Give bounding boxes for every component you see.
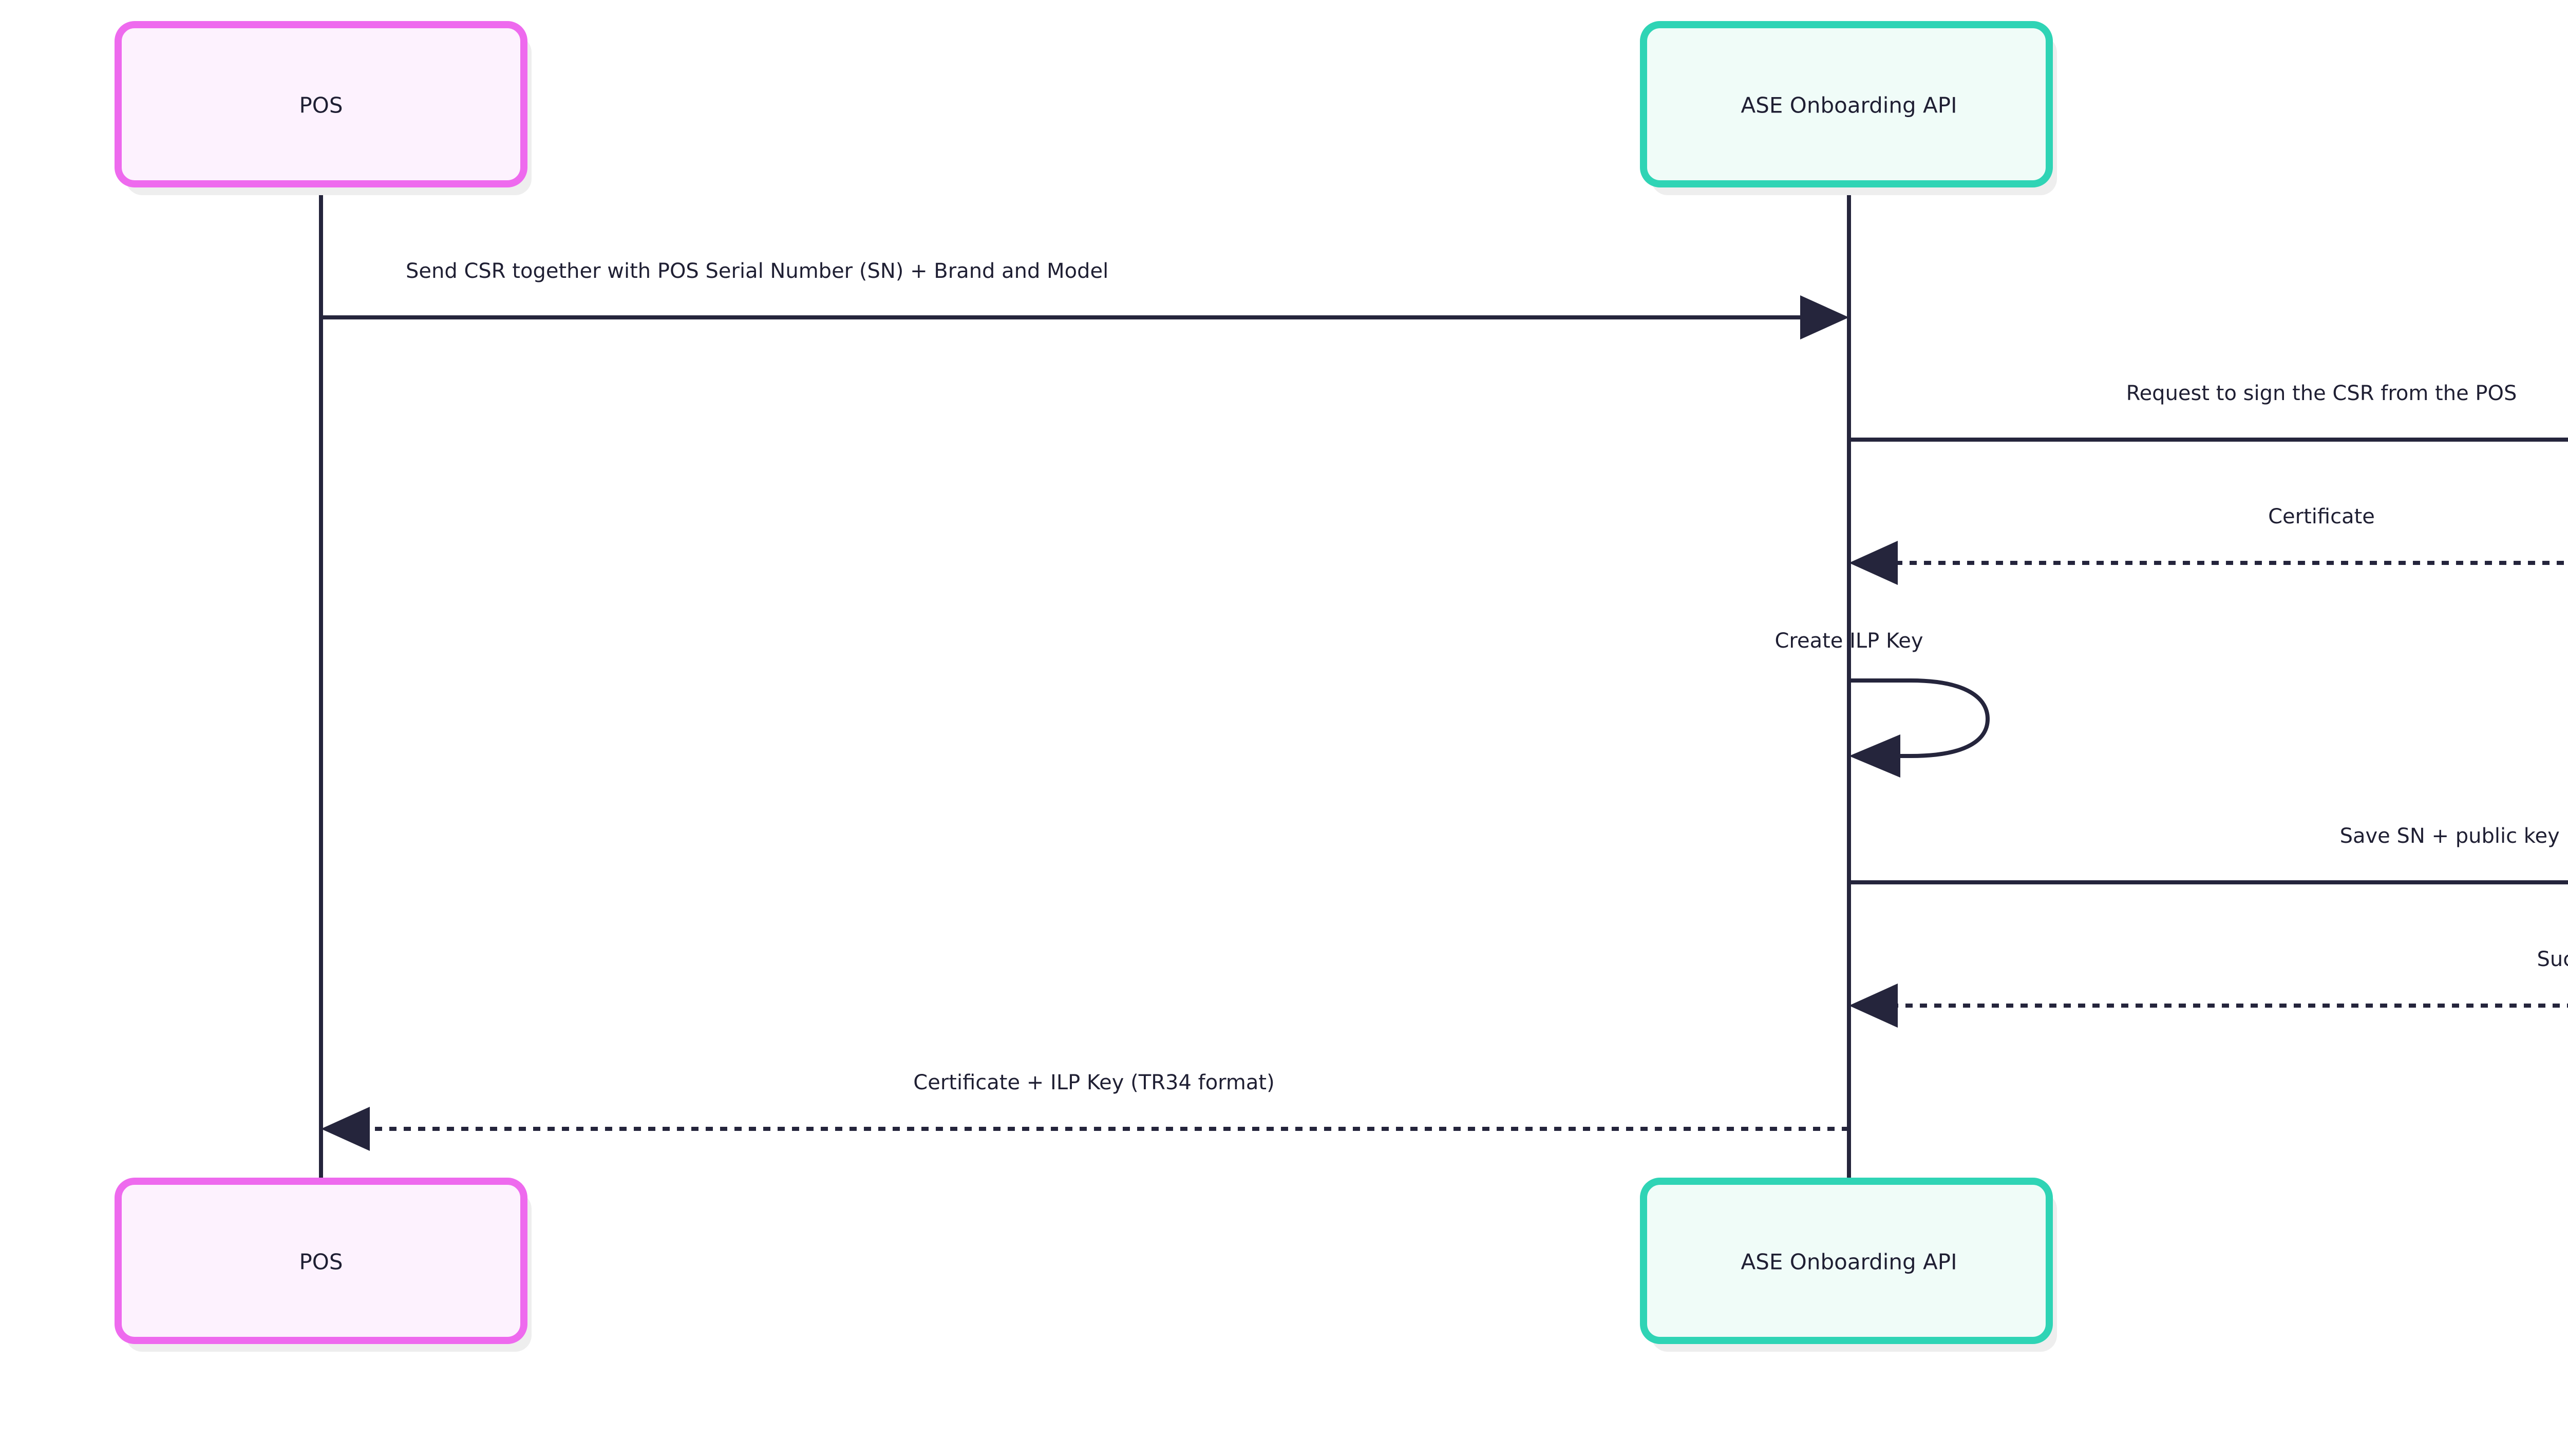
ase-onboarding-api-top-rect bbox=[1640, 21, 2053, 187]
participant-label-ase-onboarding-api-top: ASE Onboarding API bbox=[1741, 93, 1957, 118]
message-7[interactable]: Certificate + ILP Key (TR34 format) bbox=[321, 1071, 1849, 1151]
message-4-label: Create ILP Key bbox=[1774, 629, 1923, 653]
participant-boxes-top: POS ASE Onboarding API ASE CA Database bbox=[115, 21, 2057, 195]
participant-boxes-bottom: POS ASE Onboarding API ASE CA Database bbox=[115, 1178, 2057, 1352]
message-1-label: Send CSR together with POS Serial Number… bbox=[406, 259, 1108, 283]
message-1[interactable]: Send CSR together with POS Serial Number… bbox=[321, 259, 1849, 339]
message-4-arrowhead bbox=[1849, 734, 1900, 778]
participant-box-ase-onboarding-api-bottom[interactable]: ASE Onboarding API bbox=[1640, 1178, 2057, 1352]
message-3[interactable]: Certificate bbox=[1849, 505, 2568, 585]
message-5-label: Save SN + public key + ILP Key (Terminal… bbox=[2340, 824, 2568, 848]
message-3-arrowhead bbox=[1849, 541, 1898, 585]
message-6-arrowhead bbox=[1849, 984, 1898, 1028]
participant-box-pos-bottom[interactable]: POS bbox=[115, 1178, 532, 1352]
message-7-label: Certificate + ILP Key (TR34 format) bbox=[913, 1071, 1274, 1094]
message-4-loop-path bbox=[1849, 678, 1990, 758]
participant-label-pos-top: POS bbox=[299, 93, 343, 118]
participant-box-ase-onboarding-api-top[interactable]: ASE Onboarding API bbox=[1640, 21, 2057, 195]
message-5[interactable]: Save SN + public key + ILP Key (Terminal… bbox=[1849, 824, 2568, 904]
lifelines-group bbox=[319, 177, 1851, 1181]
message-3-label: Certificate bbox=[2268, 505, 2375, 528]
participant-box-pos-top[interactable]: POS bbox=[115, 21, 532, 195]
ase-onboarding-api-bottom-rect bbox=[1640, 1178, 2053, 1344]
message-2-label: Request to sign the CSR from the POS bbox=[2126, 382, 2517, 405]
pos-bottom-rect bbox=[115, 1178, 527, 1344]
message-6-label: Success bbox=[2537, 948, 2568, 971]
message-7-arrowhead bbox=[321, 1107, 370, 1151]
message-1-arrowhead bbox=[1800, 295, 1849, 339]
participant-label-ase-onboarding-api-bottom: ASE Onboarding API bbox=[1741, 1250, 1957, 1275]
message-4-self-loop[interactable]: Create ILP Key bbox=[1774, 629, 1990, 778]
participant-label-pos-bottom: POS bbox=[299, 1250, 343, 1275]
pos-top-rect bbox=[115, 21, 527, 187]
message-2[interactable]: Request to sign the CSR from the POS bbox=[1849, 382, 2568, 462]
message-6[interactable]: Success bbox=[1849, 948, 2568, 1028]
